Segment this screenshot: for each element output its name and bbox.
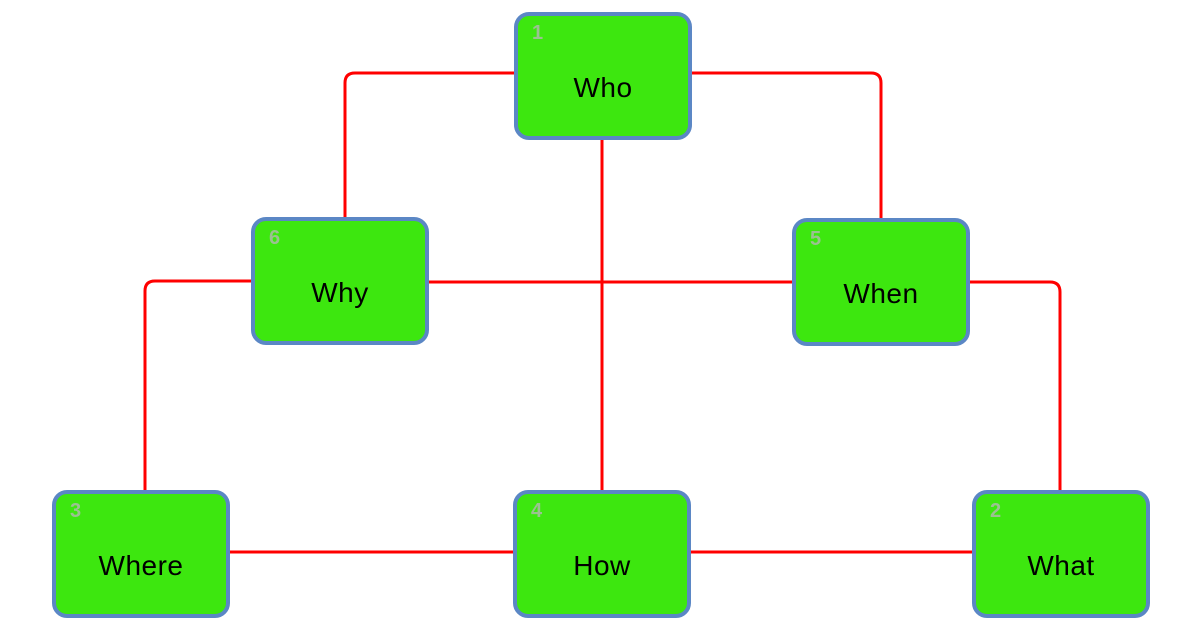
node-who[interactable]: 1 Who	[514, 12, 692, 140]
node-how-number: 4	[531, 500, 543, 522]
node-what[interactable]: 2 What	[972, 490, 1150, 618]
node-where[interactable]: 3 Where	[52, 490, 230, 618]
edge-why-where	[143, 279, 251, 490]
node-why-number: 6	[269, 227, 281, 249]
node-how[interactable]: 4 How	[513, 490, 691, 618]
edge-who-when	[692, 71, 883, 218]
node-where-number: 3	[70, 500, 82, 522]
node-what-label: What	[1027, 550, 1095, 581]
node-who-label: Who	[573, 72, 633, 103]
edge-when-what	[970, 280, 1062, 490]
node-when[interactable]: 5 When	[792, 218, 970, 346]
node-when-number: 5	[810, 228, 822, 250]
node-where-label: Where	[98, 550, 184, 581]
node-what-number: 2	[990, 500, 1002, 522]
node-who-number: 1	[532, 22, 544, 44]
node-when-label: When	[843, 278, 919, 309]
edge-who-why	[343, 71, 514, 217]
node-why[interactable]: 6 Why	[251, 217, 429, 345]
node-how-label: How	[573, 550, 631, 581]
node-why-label: Why	[311, 277, 369, 308]
